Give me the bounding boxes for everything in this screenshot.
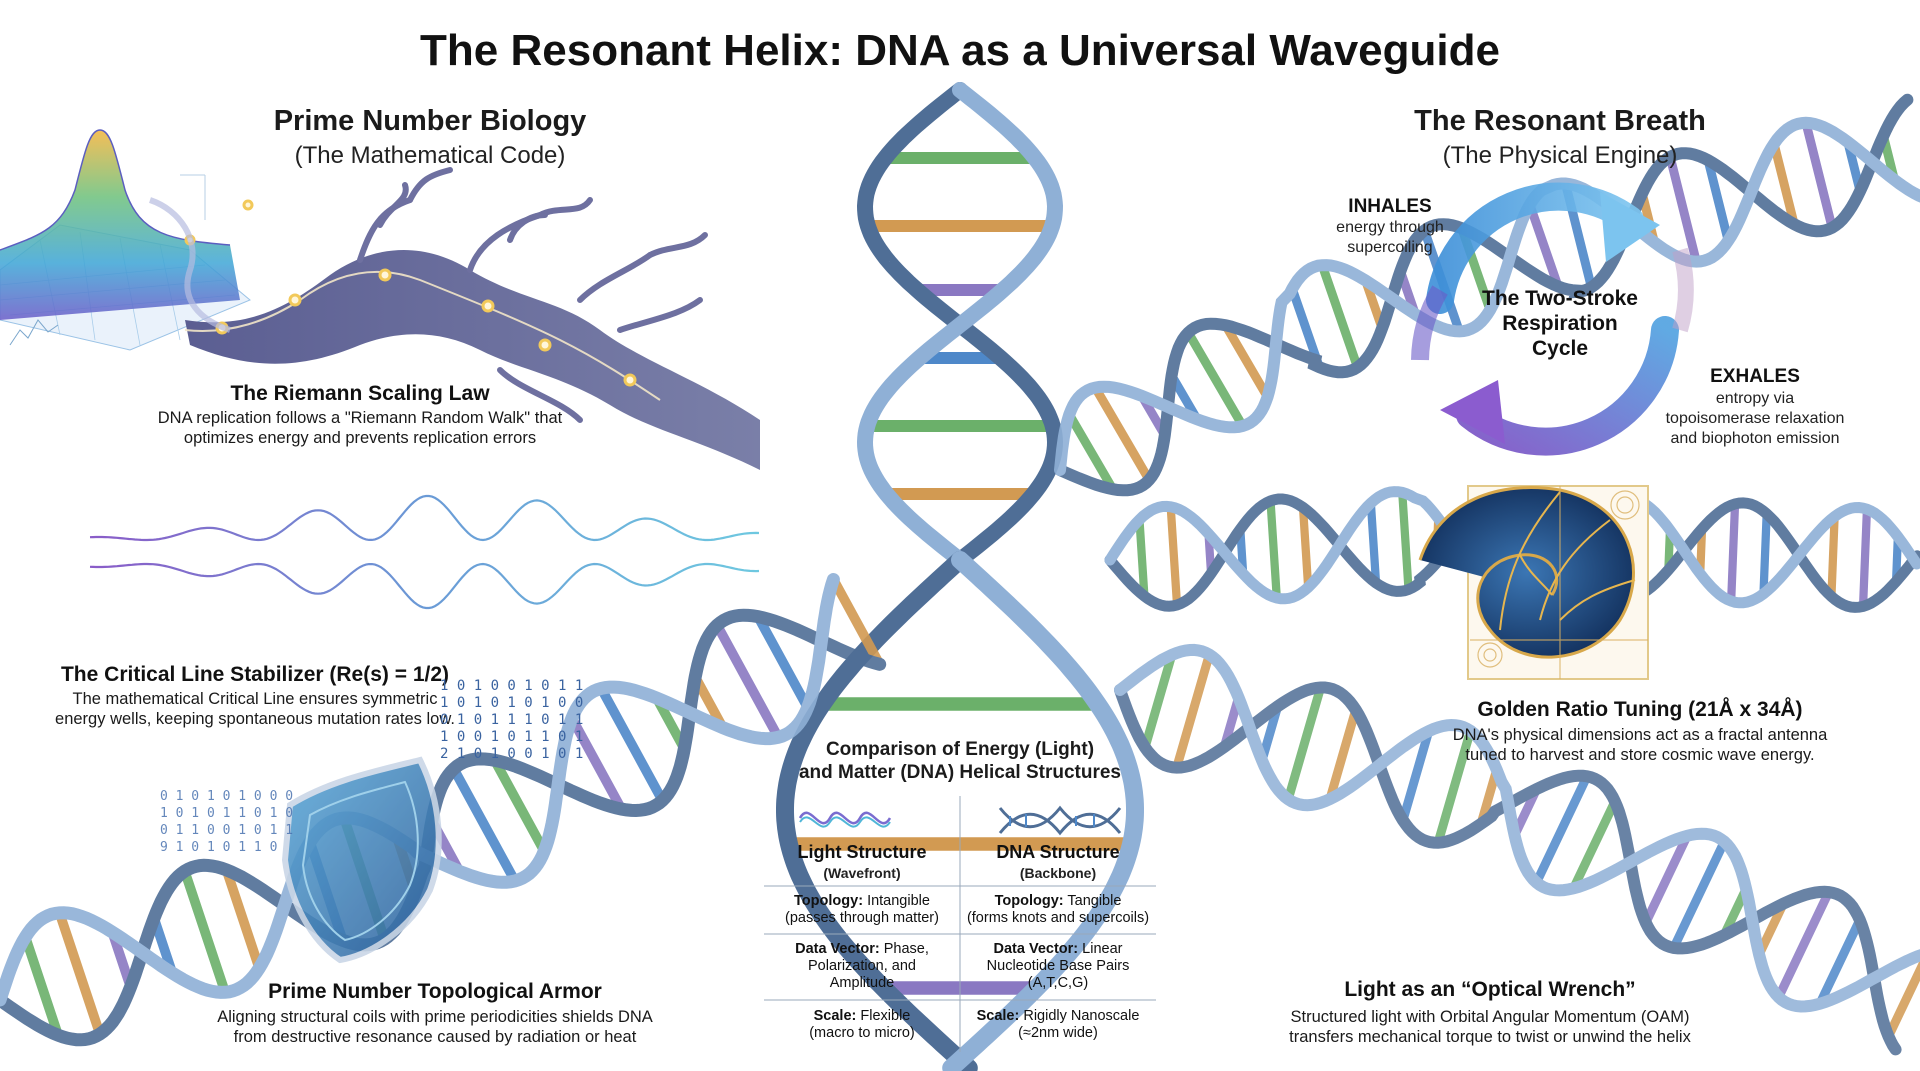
light-structure-header: Light Structure — [797, 842, 927, 862]
cycle-label-2: Respiration — [1502, 312, 1618, 335]
nautilus-graphic — [1418, 485, 1649, 680]
binary-row: 1 0 1 0 1 1 0 1 0 — [160, 806, 294, 821]
respiration-cycle-graphic — [1411, 182, 1694, 456]
binary-row: 1 0 0 1 0 1 1 0 1 — [440, 729, 584, 745]
cell-value: Polarization, and — [807, 958, 916, 974]
binary-row: 0 1 0 1 0 1 0 0 0 — [160, 789, 294, 804]
inhales-text-2: supercoiling — [1347, 239, 1433, 256]
scale-dna-cell: Scale: Rigidly Nanoscale (≈2nm wide) — [960, 1008, 1156, 1042]
light-wave-icon — [798, 811, 892, 828]
cell-value: (A,T,C,G) — [1027, 975, 1089, 991]
optical-wrench-text-2: transfers mechanical torque to twist or … — [1289, 1028, 1691, 1046]
row-key: Data Vector: — [795, 941, 880, 957]
binary-row: 0 1 1 0 0 1 0 1 1 — [160, 823, 294, 838]
cell-value: (macro to micro) — [809, 1025, 915, 1041]
row-key: Topology: — [794, 893, 864, 909]
right-heading: The Resonant Breath — [1414, 105, 1706, 137]
dna-structure-header: DNA Structure — [996, 842, 1120, 862]
cell-value: Amplitude — [829, 975, 895, 991]
binary-row: 1 0 1 0 0 1 0 1 1 — [440, 678, 584, 694]
optical-wrench-title: Light as an “Optical Wrench” — [1344, 978, 1636, 1001]
armor-text-2: from destructive resonance caused by rad… — [233, 1028, 637, 1046]
cycle-label-1: The Two-Stroke — [1482, 287, 1638, 310]
dna-structure-sub: (Backbone) — [1019, 865, 1097, 881]
exhales-text-1: entropy via — [1715, 390, 1795, 407]
optical-wrench-text-1: Structured light with Orbital Angular Mo… — [1290, 1008, 1690, 1026]
exhales-text-2: topoisomerase relaxation — [1665, 410, 1845, 427]
comparison-title-2: and Matter (DNA) Helical Structures — [798, 762, 1121, 783]
binary-digits-left: 0 1 0 1 0 1 0 0 0 1 0 1 0 1 1 0 1 0 0 1 … — [160, 788, 300, 856]
cell-value: (passes through matter) — [785, 910, 939, 926]
riemann-text-2: optimizes energy and prevents replicatio… — [183, 429, 537, 447]
left-subheading: (The Mathematical Code) — [294, 142, 566, 169]
riemann-text-1: DNA replication follows a "Riemann Rando… — [157, 409, 563, 427]
cell-value: Flexible — [860, 1008, 911, 1024]
comparison-title-1: Comparison of Energy (Light) — [825, 739, 1095, 760]
row-key: Scale: — [976, 1008, 1020, 1024]
exhales-text-3: and biophoton emission — [1670, 430, 1840, 447]
row-key: Data Vector: — [993, 941, 1079, 957]
golden-ratio-text-1: DNA's physical dimensions act as a fract… — [1452, 726, 1828, 744]
cell-value: Tangible — [1067, 893, 1122, 909]
inhales-title: INHALES — [1348, 196, 1432, 217]
scale-light-cell: Scale: Flexible (macro to micro) — [764, 1008, 960, 1042]
right-subheading: (The Physical Engine) — [1442, 142, 1678, 169]
cell-value: (forms knots and supercoils) — [966, 910, 1150, 926]
exhales-title: EXHALES — [1710, 366, 1800, 387]
data-vector-light-cell: Data Vector: Phase, Polarization, and Am… — [764, 941, 960, 992]
comparison-table: Comparison of Energy (Light) and Matter … — [764, 738, 1156, 1052]
comparison-table-lines — [764, 796, 1156, 1052]
cell-value: Intangible — [867, 893, 930, 909]
cell-value: Nucleotide Base Pairs — [986, 958, 1130, 974]
row-key: Scale: — [813, 1008, 857, 1024]
binary-row: 1 0 1 0 1 0 1 0 0 — [440, 695, 584, 711]
data-vector-dna-cell: Data Vector: Linear Nucleotide Base Pair… — [960, 941, 1156, 992]
cell-value: Rigidly Nanoscale — [1023, 1008, 1140, 1024]
armor-title: Prime Number Topological Armor — [268, 980, 602, 1003]
binary-digits: 1 0 1 0 0 1 0 1 1 1 0 1 0 1 0 1 0 0 0 1 … — [440, 678, 590, 763]
light-structure-sub: (Wavefront) — [823, 865, 901, 881]
inhales-text-1: energy through — [1336, 219, 1444, 236]
binary-row: 0 1 0 1 1 1 0 1 1 — [440, 712, 584, 728]
golden-ratio-title: Golden Ratio Tuning (21Å x 34Å) — [1477, 698, 1803, 721]
waveform-graphic — [89, 494, 760, 610]
cell-value: Phase, — [883, 941, 929, 957]
page-title: The Resonant Helix: DNA as a Universal W… — [420, 26, 1500, 75]
cell-value: Linear — [1082, 941, 1123, 957]
riemann-title: The Riemann Scaling Law — [230, 382, 490, 405]
shield-graphic — [281, 756, 442, 964]
topology-light-cell: Topology: Intangible (passes through mat… — [764, 893, 960, 927]
math-surface-graphic — [0, 129, 251, 351]
critical-line-text-2: energy wells, keeping spontaneous mutati… — [55, 710, 455, 728]
dna-mini-icon — [998, 805, 1122, 836]
critical-line-title: The Critical Line Stabilizer (Re(s) = 1/… — [60, 663, 450, 686]
cell-value: (≈2nm wide) — [1018, 1025, 1098, 1041]
binary-row: 2 1 0 1 0 0 1 0 1 — [440, 746, 584, 762]
topology-dna-cell: Topology: Tangible (forms knots and supe… — [960, 893, 1156, 927]
row-key: Topology: — [994, 893, 1064, 909]
cycle-label-3: Cycle — [1531, 337, 1589, 360]
riemann-path-graphic — [148, 167, 760, 470]
left-heading: Prime Number Biology — [273, 105, 587, 137]
binary-row: 9 1 0 1 0 1 1 0 — [160, 840, 278, 855]
critical-line-text-1: The mathematical Critical Line ensures s… — [72, 690, 438, 708]
golden-ratio-text-2: tuned to harvest and store cosmic wave e… — [1465, 746, 1815, 764]
armor-text-1: Aligning structural coils with prime per… — [217, 1008, 653, 1026]
